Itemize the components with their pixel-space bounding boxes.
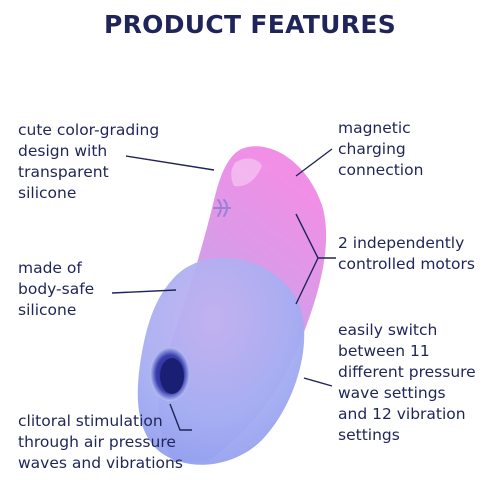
- leader-line-stimulation: [169, 403, 192, 431]
- brand-logo-icon: [213, 199, 231, 217]
- page-title: PRODUCT FEATURES: [103, 10, 397, 39]
- leader-line-motors: [295, 213, 336, 305]
- leader-line-charging: [295, 148, 333, 177]
- leader-line-settings: [303, 377, 333, 387]
- leader-line-design: [125, 155, 215, 171]
- leader-line-silicone: [111, 289, 177, 294]
- product-head: [137, 257, 305, 465]
